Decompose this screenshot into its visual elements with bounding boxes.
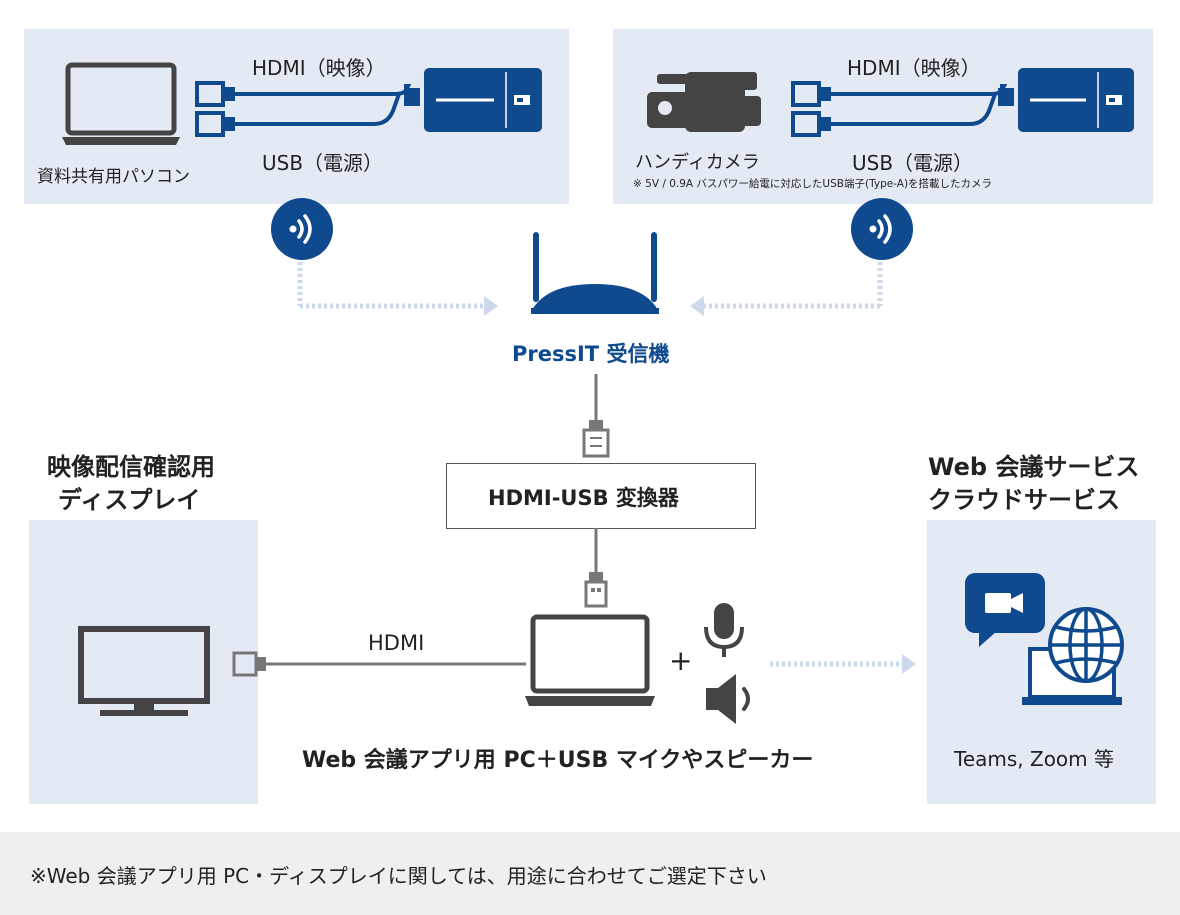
converter-label: HDMI-USB 変換器 — [488, 486, 679, 510]
hdmi-usb-converter-box — [446, 463, 756, 529]
hdmi-cable-display-pc — [232, 651, 526, 677]
receiver-label: PressIT 受信機 — [512, 342, 670, 366]
camera-note: ※ 5V / 0.9A バスパワー給電に対応したUSB端子(Type-A)を搭載… — [633, 178, 993, 190]
hdmi-video-label-right: HDMI（映像） — [847, 56, 981, 80]
speaker-icon — [706, 674, 750, 724]
microphone-icon — [704, 603, 744, 657]
conference-pc-label: Web 会議アプリ用 PC＋USB マイクやスピーカー — [302, 748, 814, 773]
plus-sign: + — [669, 644, 693, 677]
wireless-signal-icon-left — [271, 198, 333, 260]
shared-pc-label: 資料共有用パソコン — [37, 167, 190, 187]
display-title-line2: ディスプレイ — [58, 486, 201, 514]
wireless-signal-icon-right — [851, 198, 913, 260]
usb-cable-converter-pc — [584, 528, 608, 608]
cloud-globe-laptop-icon — [1022, 607, 1124, 705]
services-title-line1: Web 会議サービス — [928, 453, 1140, 481]
display-panel — [29, 520, 258, 804]
services-title-line2: クラウドサービス — [928, 486, 1120, 514]
video-call-icon — [965, 573, 1045, 647]
transmitter-device-left — [404, 68, 542, 132]
usb-power-label-right: USB（電源） — [852, 151, 974, 175]
services-caption: Teams, Zoom 等 — [954, 747, 1115, 771]
conference-laptop-icon — [525, 614, 655, 706]
router-receiver-icon — [531, 232, 659, 314]
hdmi-video-label-left: HDMI（映像） — [252, 56, 386, 80]
footer-note: ※Web 会議アプリ用 PC・ディスプレイに関しては、用途に合わせてご選定下さい — [30, 864, 767, 888]
handycam-label: ハンディカメラ — [635, 152, 760, 173]
laptop-icon — [62, 62, 180, 145]
monitor-icon — [78, 626, 210, 716]
usb-cable-receiver-converter — [582, 374, 610, 458]
footer-bar — [0, 832, 1180, 915]
transmitter-device-right — [998, 68, 1134, 132]
wireless-path-left — [297, 262, 498, 316]
wireless-path-right — [690, 262, 883, 316]
video-camera-icon — [647, 72, 761, 132]
usb-power-label-left: USB（電源） — [262, 151, 384, 175]
network-arrow — [770, 654, 916, 674]
display-title-line1: 映像配信確認用 — [47, 453, 215, 481]
hdmi-cable-label: HDMI — [368, 631, 425, 655]
